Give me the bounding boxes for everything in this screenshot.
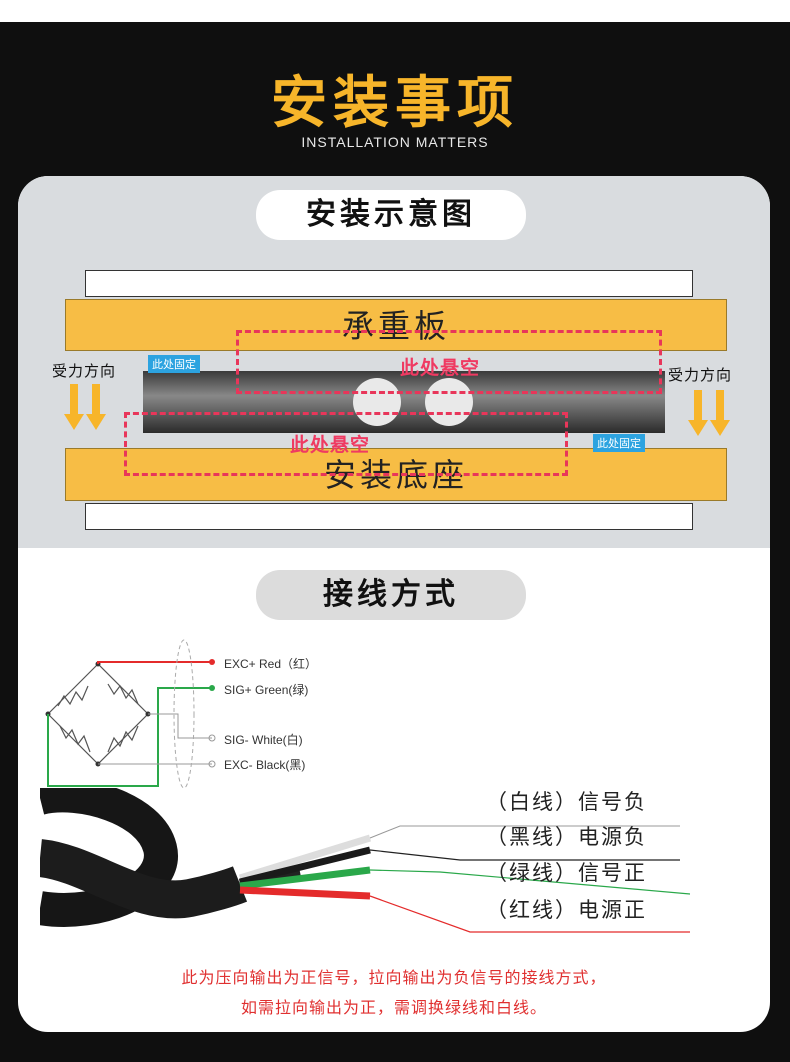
cable-label-white: （白线）信号负 xyxy=(486,790,647,814)
float-zone-top xyxy=(236,330,662,394)
wire-label-sig-minus: SIG- White(白) xyxy=(224,733,303,747)
float-label-top: 此处悬空 xyxy=(400,357,481,379)
wire-label-exc-plus: EXC+ Red（红） xyxy=(224,657,318,671)
force-direction-right: 受力方向 xyxy=(668,366,733,384)
cable-label-red: （红线）电源正 xyxy=(486,898,647,922)
wiring-section-title: 接线方式 xyxy=(256,570,526,620)
load-plate-label: 承重板 xyxy=(341,307,450,345)
load-cell-beam xyxy=(143,371,665,433)
wire-label-sig-plus: SIG+ Green(绿) xyxy=(224,683,309,697)
float-zone-bottom xyxy=(124,412,568,476)
force-direction-left: 受力方向 xyxy=(52,362,117,380)
install-section-title: 安装示意图 xyxy=(256,190,526,240)
beam-hole-left xyxy=(353,378,401,426)
load-plate: 承重板 xyxy=(65,299,727,351)
bridge-circuit-diagram xyxy=(45,639,216,789)
wiring-note-line-2: 如需拉向输出为正，需调换绿线和白线。 xyxy=(240,998,547,1017)
page-title: 安装事项 xyxy=(271,71,519,136)
float-label-bottom: 此处悬空 xyxy=(290,434,371,456)
top-white-strip xyxy=(0,0,790,22)
down-arrow-left-icon xyxy=(64,384,106,430)
fix-tag-left: 此处固定 xyxy=(148,355,200,373)
bottom-white-bar xyxy=(85,503,693,530)
cable-illustration xyxy=(40,788,691,933)
wiring-note-line-1: 此为压向输出为正信号，拉向输出为负信号的接线方式， xyxy=(181,968,607,987)
wire-label-exc-minus: EXC- Black(黑) xyxy=(224,758,306,772)
page-subtitle: INSTALLATION MATTERS xyxy=(301,134,489,150)
content-card: 安装示意图 承重板 安装底座 此处悬空 此处悬空 此处固定 此处固定 受力方向 … xyxy=(18,176,770,1032)
down-arrow-right-icon xyxy=(688,390,730,436)
beam-hole-right xyxy=(425,378,473,426)
fix-tag-right: 此处固定 xyxy=(593,434,645,452)
cable-label-black: （黑线）电源负 xyxy=(486,825,647,849)
cable-label-green: （绿线）信号正 xyxy=(486,861,647,885)
top-white-bar xyxy=(85,270,693,297)
